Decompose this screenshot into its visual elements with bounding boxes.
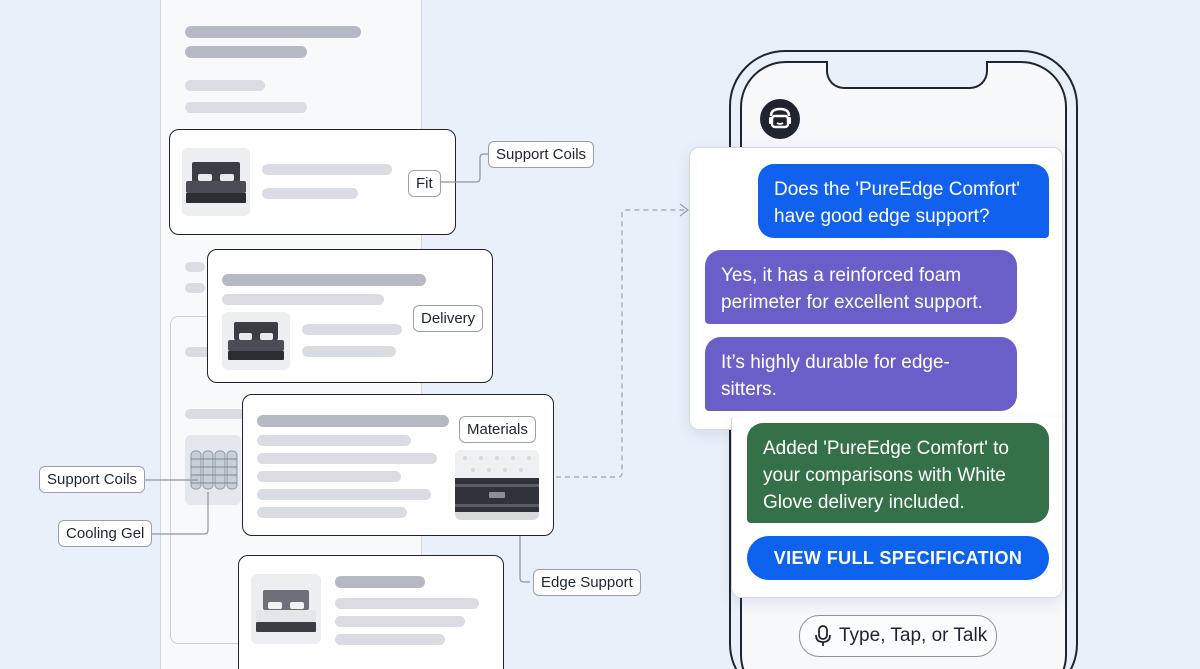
chat-message-assistant-2: It’s highly durable for edge-sitters. bbox=[705, 337, 1017, 411]
product-card-delivery[interactable]: Delivery bbox=[207, 249, 493, 383]
callout-support-coils-top: Support Coils bbox=[488, 141, 595, 168]
product-card-fit[interactable]: Fit bbox=[169, 129, 456, 235]
bed-icon bbox=[186, 162, 246, 203]
support-coils-thumbnail bbox=[185, 435, 241, 505]
mattress-thumbnail bbox=[222, 312, 290, 370]
assistant-robot-icon bbox=[760, 99, 800, 139]
mattress-thumbnail bbox=[182, 148, 250, 216]
tag-fit: Fit bbox=[408, 170, 441, 197]
chat-input[interactable]: Type, Tap, or Talk bbox=[799, 615, 997, 657]
chat-message-confirmation: Added 'PureEdge Comfort' to your compari… bbox=[747, 423, 1049, 523]
chat-input-label: Type, Tap, or Talk bbox=[839, 625, 988, 646]
tag-materials: Materials bbox=[459, 416, 536, 443]
callout-support-coils-left: Support Coils bbox=[39, 466, 146, 493]
chat-message-user: Does the 'PureEdge Comfort' have good ed… bbox=[758, 164, 1049, 238]
view-full-specification-button[interactable]: VIEW FULL SPECIFICATION bbox=[747, 536, 1049, 580]
tag-delivery: Delivery bbox=[413, 305, 484, 332]
phone-notch bbox=[826, 61, 988, 89]
bed-icon bbox=[256, 590, 316, 632]
microphone-icon[interactable] bbox=[814, 625, 832, 647]
bed-icon bbox=[228, 322, 284, 360]
mattress-edge-thumbnail bbox=[455, 450, 539, 520]
callout-edge-support: Edge Support bbox=[533, 569, 641, 596]
callout-cooling-gel: Cooling Gel bbox=[58, 520, 153, 547]
chat-message-assistant-1: Yes, it has a reinforced foam perimeter … bbox=[705, 250, 1017, 324]
product-card-bottom[interactable] bbox=[238, 555, 504, 669]
mattress-icon bbox=[455, 450, 539, 512]
mattress-thumbnail bbox=[251, 574, 321, 644]
product-card-materials[interactable]: Materials bbox=[242, 394, 554, 536]
